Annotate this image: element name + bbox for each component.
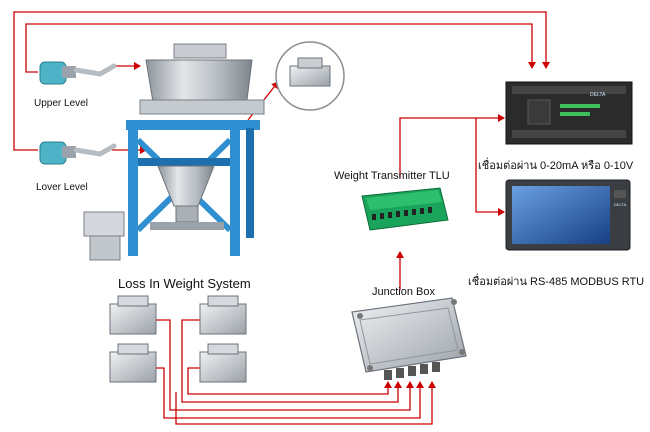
plc-controller <box>505 81 633 145</box>
loadcell-zoom-circle <box>275 41 345 111</box>
wire-lower-level-to-plc <box>13 11 550 151</box>
weight-transmitter <box>361 187 449 231</box>
wire-loadcell-4 <box>187 367 392 395</box>
wire-loadcell-3 <box>156 367 424 419</box>
lower-level-label: Lover Level <box>36 182 88 193</box>
junction-box-label: Junction Box <box>372 286 435 298</box>
wire-upper-level-to-plc <box>25 23 536 73</box>
hmi-brand-text: DELTA <box>614 202 627 207</box>
upper-level-label: Upper Level <box>34 98 88 109</box>
loadcell-3 <box>109 343 157 383</box>
transmitter-label: Weight Transmitter TLU <box>334 170 450 182</box>
loadcell-4 <box>199 343 247 383</box>
wire-loadcell-5 <box>175 381 436 425</box>
wire-tlu-to-hmi <box>475 118 505 216</box>
loadcell-1 <box>109 295 157 335</box>
wire-loadcell-1 <box>156 319 414 411</box>
lower-level-sensor <box>39 141 117 165</box>
loadcell-2 <box>199 295 247 335</box>
plc-connection-label: เชื่อมต่อผ่าน 0-20mA หรือ 0-10V <box>478 160 634 172</box>
wire-loadcell-2 <box>181 319 402 403</box>
plc-brand-text: DELTA <box>590 92 606 98</box>
junction-box <box>351 297 467 380</box>
wire-tlu-to-plc <box>399 114 505 178</box>
hmi-panel <box>505 179 631 251</box>
hmi-connection-label: เชื่อมต่อผ่าน RS-485 MODBUS RTU <box>468 276 645 288</box>
hopper-machine <box>83 43 265 261</box>
system-title: Loss In Weight System <box>118 276 251 291</box>
upper-level-sensor <box>39 61 117 85</box>
